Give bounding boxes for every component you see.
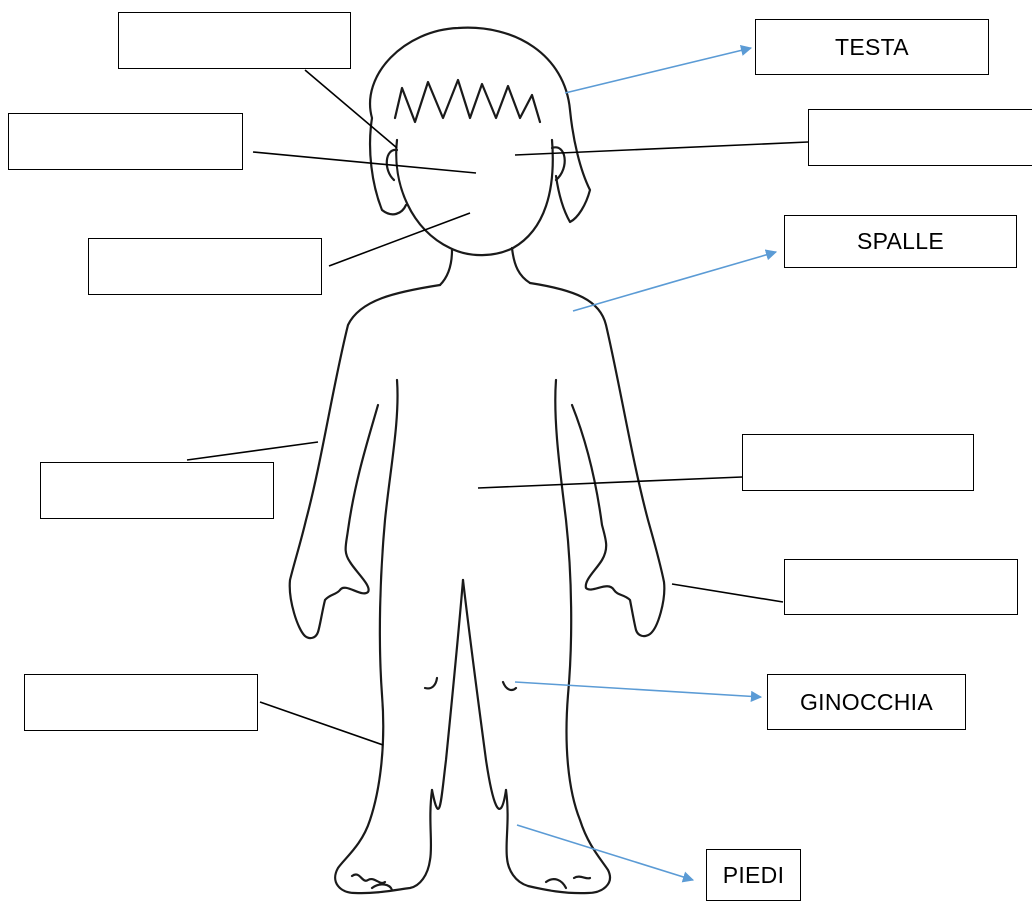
arrow-ginocchia	[515, 682, 761, 697]
torso-right	[506, 380, 610, 893]
left-arm	[290, 285, 440, 638]
blank-box-ear[interactable]	[808, 109, 1032, 166]
label-testa-text: TESTA	[835, 34, 909, 61]
label-ginocchia-text: GINOCCHIA	[800, 689, 933, 716]
inner-leg-left	[432, 580, 463, 809]
torso-left	[335, 380, 432, 893]
leader-belly	[478, 477, 742, 488]
blank-box-eyes[interactable]	[8, 113, 243, 170]
neck-left	[440, 250, 452, 285]
left-knee-mark	[425, 678, 437, 688]
blank-box-arm[interactable]	[40, 462, 274, 519]
leader-arm	[187, 442, 318, 460]
label-spalle: SPALLE	[784, 215, 1017, 268]
label-piedi: PIEDI	[706, 849, 801, 901]
leader-hair	[305, 70, 397, 148]
left-toes	[352, 874, 392, 890]
right-toes	[546, 877, 590, 888]
blank-box-belly[interactable]	[742, 434, 974, 491]
label-testa: TESTA	[755, 19, 989, 75]
face-outline	[396, 140, 553, 255]
leader-mouth	[329, 213, 470, 266]
right-knee-mark	[503, 682, 516, 690]
arrow-spalle	[573, 252, 776, 311]
label-ginocchia: GINOCCHIA	[767, 674, 966, 730]
blank-box-hair[interactable]	[118, 12, 351, 69]
blank-box-hand[interactable]	[784, 559, 1018, 615]
label-piedi-text: PIEDI	[723, 862, 785, 889]
leader-leg	[260, 702, 383, 745]
right-arm	[530, 283, 664, 636]
leader-eyes	[253, 152, 476, 173]
hair-bangs	[395, 80, 540, 122]
inner-leg-right	[463, 580, 506, 809]
leader-hand	[672, 584, 783, 602]
blank-box-leg[interactable]	[24, 674, 258, 731]
neck-right	[512, 248, 530, 283]
blank-box-mouth[interactable]	[88, 238, 322, 295]
arrow-piedi	[517, 825, 693, 880]
label-spalle-text: SPALLE	[857, 228, 944, 255]
arrow-testa	[565, 48, 751, 93]
